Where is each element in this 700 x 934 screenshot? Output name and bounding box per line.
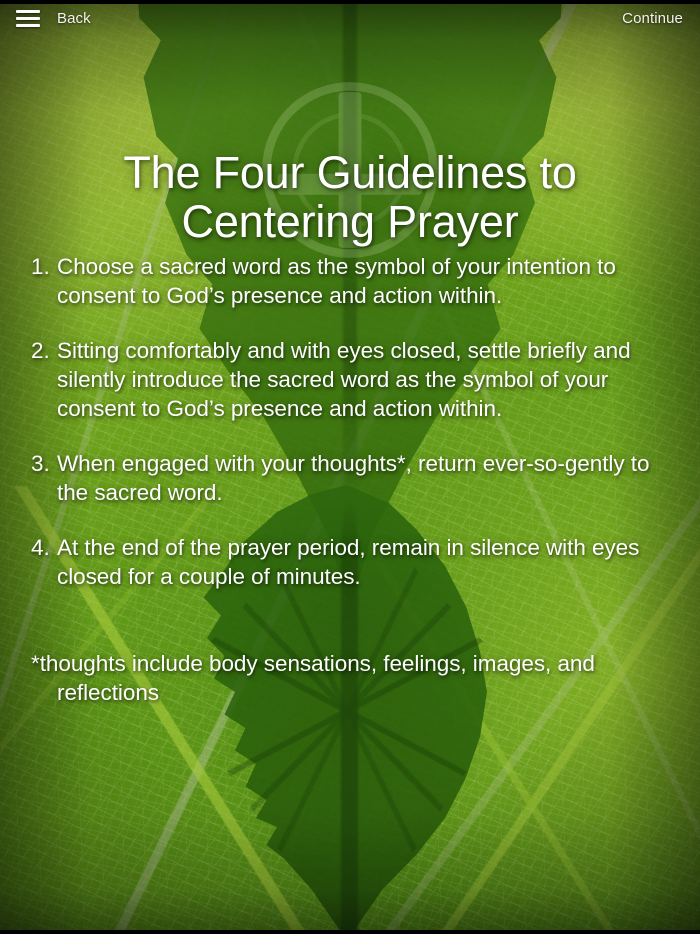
guideline-number: 2. [31,338,50,363]
hamburger-bar-3 [16,23,40,27]
hamburger-menu-icon[interactable] [16,9,40,27]
guideline-item-1: 1. Choose a sacred word as the symbol of… [31,252,679,310]
guideline-item-2: 2. Sitting comfortably and with eyes clo… [31,336,679,423]
hamburger-bar-1 [16,9,40,13]
guideline-item-4: 4. At the end of the prayer period, rema… [31,533,679,591]
guideline-number: 3. [31,451,50,476]
footnote-marker: * [31,650,40,676]
guideline-text: Sitting comfortably and with eyes closed… [57,338,631,421]
guideline-number: 4. [31,535,50,560]
hamburger-bar-2 [16,16,40,20]
top-edge-band [0,0,700,4]
continue-button[interactable]: Continue [622,9,683,27]
footnote: *thoughts include body sensations, feeli… [31,649,677,707]
foreground-leaf-midrib-upper [343,0,357,520]
top-navigation-bar: Back Continue [0,0,700,36]
guideline-text: When engaged with your thoughts*, return… [57,451,650,505]
back-button[interactable]: Back [57,9,91,27]
foreground-leaf-stem [341,500,358,934]
guideline-number: 1. [31,254,50,279]
circle-cross-emblem-icon [255,75,445,265]
bottom-edge-band [0,930,700,934]
page-title: The Four Guidelines to Centering Prayer [123,147,577,248]
guideline-text: Choose a sacred word as the symbol of yo… [57,254,616,308]
footnote-text: thoughts include body sensations, feelin… [39,650,595,705]
guideline-item-3: 3. When engaged with your thoughts*, ret… [31,449,679,507]
guidelines-list: 1. Choose a sacred word as the symbol of… [31,252,679,617]
guideline-text: At the end of the prayer period, remain … [57,535,640,589]
